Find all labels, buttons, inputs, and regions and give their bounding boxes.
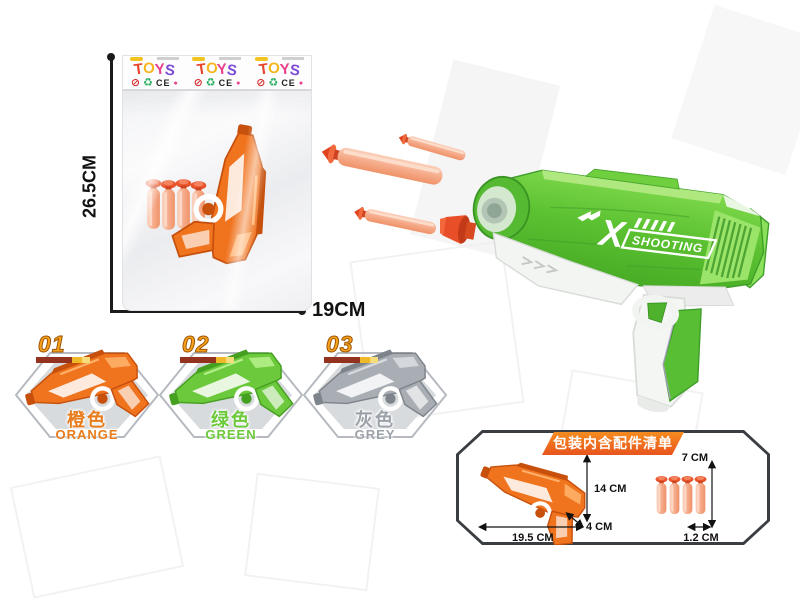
toys-brand-text: TOYS <box>132 58 176 80</box>
toys-logo: TOYS ⊘♻CE● <box>129 56 179 89</box>
variant-label-cn-grey: 灰色 <box>355 410 395 430</box>
background-shape <box>244 472 380 592</box>
variant-number-03: 03 <box>326 331 354 358</box>
variant-bar-03 <box>324 357 378 363</box>
ce-mark: CE <box>281 77 296 88</box>
gun-height-label: 14 CM <box>594 483 626 495</box>
package-width-label: 19CM <box>312 299 366 321</box>
hero-green-gun: X SHOOTING <box>440 168 770 413</box>
packaged-orange-gun <box>161 113 291 279</box>
x-shooting-logo: X SHOOTING <box>577 210 718 260</box>
dot-icon: ● <box>173 79 178 87</box>
toys-logo: TOYS ⊘♻CE● <box>255 56 305 89</box>
toys-logo: TOYS ⊘♻CE● <box>192 56 242 89</box>
dart-length-label: 7 CM <box>682 452 708 464</box>
height-dimension-line <box>110 57 113 312</box>
safety-marks: ⊘♻CE● <box>130 76 178 89</box>
fine-print-bar <box>192 56 242 61</box>
trigger-guard <box>632 294 679 330</box>
package-header-card: TOYS ⊘♻CE● TOYS ⊘♻CE● TOYS ⊘♻CE● <box>122 55 312 91</box>
background-shape <box>9 455 185 599</box>
variant-label-cn-green: 绿色 <box>211 410 251 430</box>
ce-mark: CE <box>156 77 171 88</box>
loaded-dart <box>440 215 477 245</box>
gun-length-label: 19.5 CM <box>512 532 554 544</box>
dot-icon: ● <box>236 79 241 87</box>
variant-label-en-green: GREEN <box>205 427 257 442</box>
safety-marks: ⊘♻CE● <box>256 76 304 89</box>
variant-label-en-grey: GREY <box>354 427 396 442</box>
contents-dimensions: 14 CM 19.5 CM 4 CM 7 CM 1.2 CM <box>456 430 770 545</box>
recycling-icon: ♻ <box>143 76 153 89</box>
variant-label-cn-orange: 橙色 <box>67 410 107 430</box>
ce-mark: CE <box>218 77 234 88</box>
toys-brand-text: TOYS <box>195 58 239 80</box>
prohibition-icon: ⊘ <box>256 76 266 89</box>
variant-number-02: 02 <box>182 331 210 358</box>
dart-diameter-label: 1.2 CM <box>683 532 718 544</box>
width-dimension-line <box>110 310 302 313</box>
contents-box: 包装内含配件清单 14 CM 19.5 CM 4 CM 7 CM 1.2 CM <box>456 430 770 545</box>
variant-label-en-orange: ORANGE <box>55 427 119 442</box>
package-height-label: 26.5CM <box>79 154 100 219</box>
toys-brand-text: TOYS <box>258 58 301 80</box>
fine-print-bar <box>129 56 179 61</box>
prohibition-icon: ⊘ <box>130 76 141 89</box>
variant-number-01: 01 <box>38 331 66 358</box>
contents-box-title: 包装内含配件清单 <box>542 432 684 455</box>
grip-green-panel <box>662 308 702 403</box>
dot-icon: ● <box>298 79 304 87</box>
safety-marks: ⊘♻CE● <box>193 76 241 89</box>
recycling-icon: ♻ <box>205 76 216 89</box>
prohibition-icon: ⊘ <box>193 76 203 89</box>
packaging-bag <box>122 88 312 311</box>
dimension-dot <box>107 53 115 61</box>
gun-depth-label: 4 CM <box>586 521 612 533</box>
dimension-dot <box>298 307 306 315</box>
gun-front-panel <box>492 231 640 306</box>
variant-bar-02 <box>180 357 234 363</box>
trigger <box>647 302 668 324</box>
variant-bar-01 <box>36 357 90 363</box>
recycling-icon: ♻ <box>268 76 279 89</box>
fine-print-bar <box>255 56 305 61</box>
